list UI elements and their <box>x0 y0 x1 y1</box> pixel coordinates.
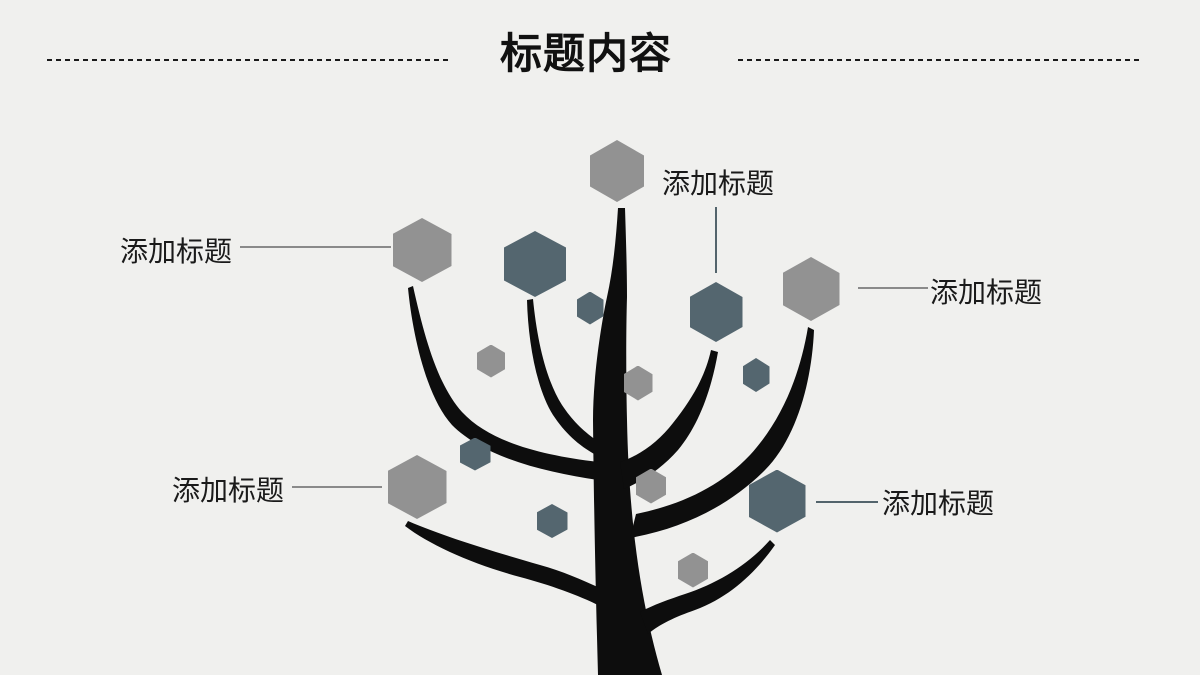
callout-bottom-right-label: 添加标题 <box>882 488 995 519</box>
hexagon-slate-small <box>536 504 568 538</box>
tree-branch-lower-left <box>405 521 600 606</box>
callout-top-label: 添加标题 <box>662 168 775 199</box>
slide-title: 标题内容 <box>500 30 673 77</box>
callout-left-line <box>240 246 391 248</box>
title-dash-right <box>738 59 1143 61</box>
callout-bottom-left-line <box>292 486 382 488</box>
tree-branch-upper-left <box>408 286 598 480</box>
hexagon-gray-small <box>636 468 666 504</box>
hexagon-slate-large <box>748 469 806 533</box>
callout-right-label: 添加标题 <box>930 277 1043 308</box>
hexagon-slate-small <box>576 291 604 325</box>
callout-right-line <box>858 287 928 289</box>
tree-branch-mid-right <box>620 350 718 489</box>
callout-left-label: 添加标题 <box>120 236 233 267</box>
tree-branch-right <box>630 327 814 538</box>
tree-trunk <box>593 208 662 675</box>
callout-top-line <box>715 207 717 273</box>
tree-branch-mid-left <box>527 299 596 455</box>
callout-bottom-left-label: 添加标题 <box>172 475 285 506</box>
tree-branch-lower-right <box>640 540 775 634</box>
callout-bottom-right-line <box>816 501 878 503</box>
title-dash-left <box>47 59 452 61</box>
